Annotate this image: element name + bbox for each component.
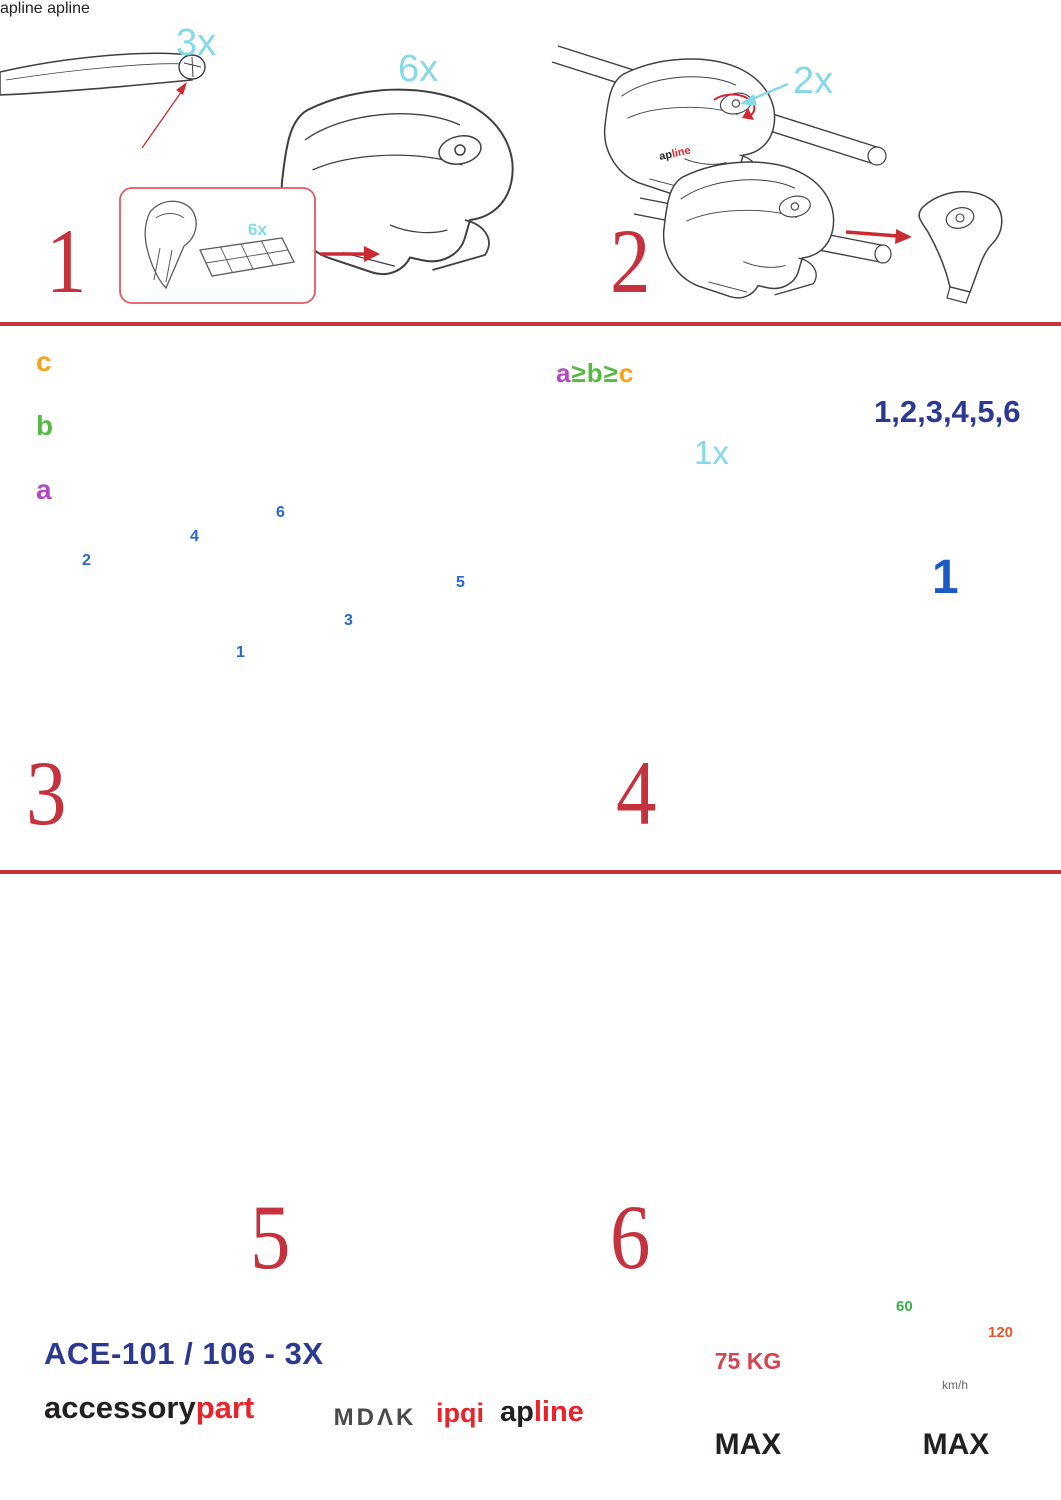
lock-qty-label: 2x (793, 60, 834, 102)
max-load-label: MAX (714, 1428, 782, 1461)
bar-label-b: b (36, 410, 54, 441)
tool-qty-label: 1x (694, 434, 729, 471)
crossbar-drawing (0, 52, 206, 96)
speed-high-value: 120 (988, 1324, 1014, 1341)
rule-ge2: ≥ (603, 358, 619, 388)
step5-arrow: apline (0, 0, 47, 17)
speed-unit-label: km/h (941, 1378, 968, 1392)
foot-drawing (280, 88, 514, 276)
position-1: 1 (236, 644, 245, 661)
rule-a: a (556, 358, 572, 388)
apline-logo-on-foot: apline (658, 145, 692, 163)
apline-logo-inset: apline (0, 0, 43, 17)
tighten-sequence: 1,2,3,4,5,6 (874, 394, 1021, 429)
brand-accessorypart: accessorypart (44, 1390, 254, 1426)
step3-number: 3 (26, 742, 67, 844)
position-3: 3 (344, 612, 353, 629)
brand-apline: apline (500, 1396, 584, 1429)
brand-part: part (195, 1390, 255, 1425)
end-cover-drawing (918, 190, 1003, 304)
brand-accessory: accessory (44, 1390, 196, 1425)
apline-logo-foot6: apline (47, 0, 90, 17)
step1-arrowhead (364, 246, 380, 262)
section-divider-1 (0, 322, 1061, 326)
bar-label-c: c (36, 346, 52, 377)
rotate-arrow (713, 93, 756, 117)
step4-number: 4 (616, 742, 657, 844)
foot-qty-label: 6x (398, 48, 439, 90)
max-speed-label: MAX (922, 1428, 990, 1461)
step2-drawing: apline (551, 45, 1003, 304)
position-2: 2 (82, 552, 91, 569)
max-load-value: 75 KG (714, 1348, 782, 1374)
foot-on-rail-drawing: apline (0, 0, 47, 17)
speed-low-value: 60 (896, 1298, 913, 1315)
foot-lock-drawing: apline (47, 0, 90, 17)
bar-qty-label: 3x (176, 22, 217, 64)
bar-label-a: a (36, 474, 52, 505)
rule-ge1: ≥ (571, 358, 587, 388)
size-rule: a≥b≥c (556, 358, 634, 389)
rule-b: b (586, 358, 604, 388)
section-divider-2 (0, 870, 1061, 874)
step1-number: 1 (46, 210, 87, 312)
position-5: 5 (456, 574, 465, 591)
brand-apline-ap: ap (500, 1396, 534, 1428)
callout-2x-arrow (749, 82, 789, 102)
brand-ipqi: ipqi (436, 1398, 484, 1428)
pad-qty-label: 6x (248, 220, 267, 239)
brand-mdak: MDΛK (333, 1404, 417, 1431)
leader-line-bar (141, 87, 185, 149)
model-code: ACE-101 / 106 - 3X (44, 1336, 324, 1371)
pad-inset (119, 187, 316, 304)
step2-arrow (845, 230, 899, 238)
step5-drawing: apline (0, 0, 47, 17)
step6-number: 6 (610, 1186, 651, 1288)
leader-arrowhead (176, 82, 187, 95)
step2-number: 2 (610, 210, 651, 312)
brand-apline-line: line (533, 1396, 584, 1428)
foot-bottom-drawing (662, 161, 835, 299)
mounted-inset: apline (0, 0, 47, 17)
step6-drawing: apline (47, 0, 90, 17)
rule-c: c (618, 358, 635, 388)
step5-number: 5 (250, 1186, 291, 1288)
step1-drawing (0, 52, 514, 304)
position-4: 4 (190, 528, 199, 545)
first-position-number: 1 (932, 551, 959, 604)
position-6: 6 (276, 504, 285, 521)
